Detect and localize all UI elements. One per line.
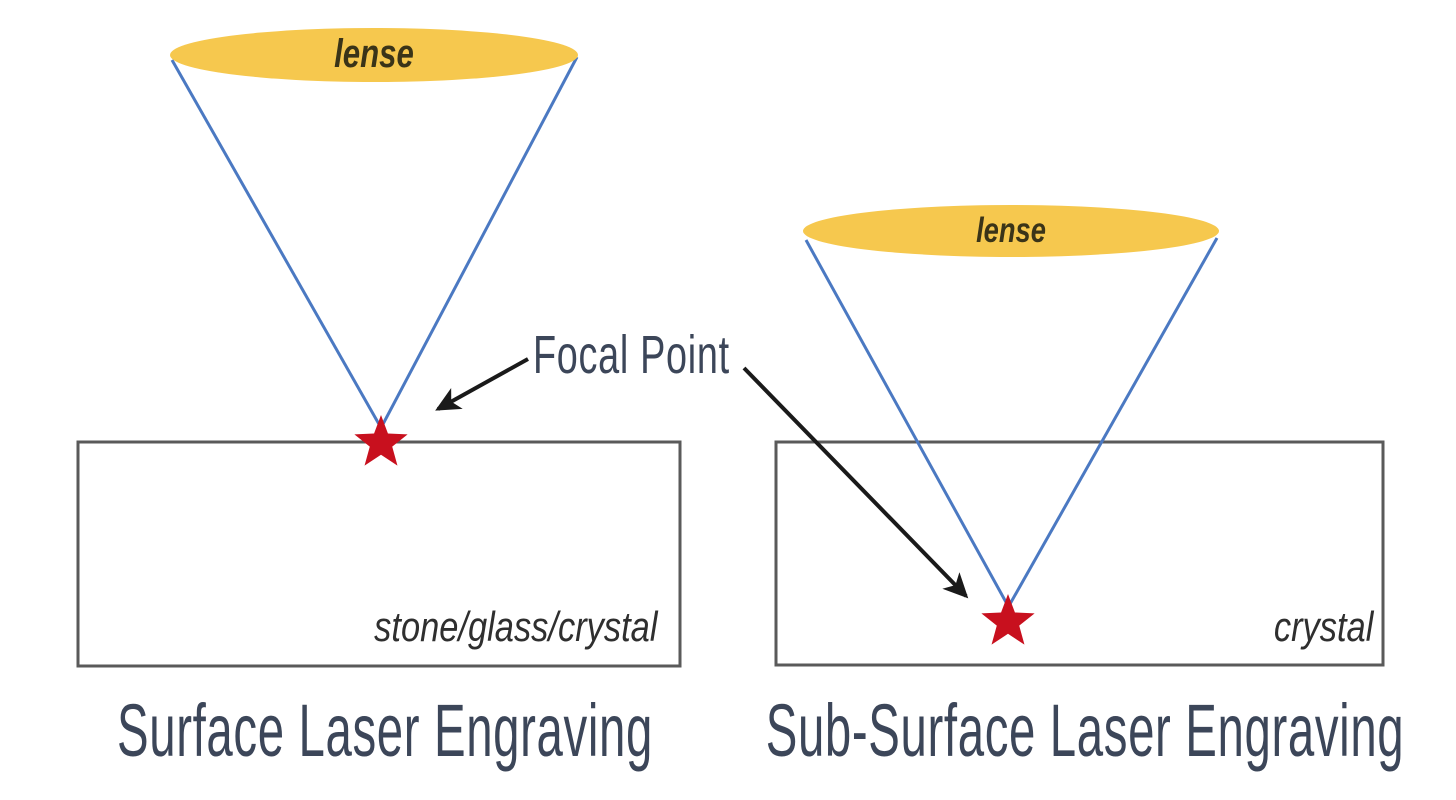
right-lens-label: lense: [976, 211, 1046, 250]
left-lens-ellipse: [170, 28, 578, 82]
left-focal-star-icon: [354, 415, 408, 466]
right-focal-star-icon: [981, 594, 1035, 645]
right-laser-beam-right: [1008, 237, 1219, 605]
left-lens-label: lense: [334, 32, 414, 76]
focal-point-label: Focal Point: [533, 325, 730, 385]
right-laser-beam-left: [804, 239, 1009, 605]
right-material-label: crystal: [1273, 603, 1373, 650]
left-panel-caption: Surface Laser Engraving: [117, 689, 653, 772]
focal-point-arrow-left: [435, 357, 529, 411]
left-laser-beam-right: [380, 56, 579, 427]
left-material-label: stone/glass/crystal: [373, 603, 657, 650]
right-lens-ellipse: [803, 205, 1219, 257]
focal-point-arrow-right: [742, 366, 969, 599]
left-material-box: [76, 440, 682, 668]
right-panel-caption: Sub-Surface Laser Engraving: [765, 689, 1405, 772]
left-laser-beam-left: [170, 59, 382, 427]
